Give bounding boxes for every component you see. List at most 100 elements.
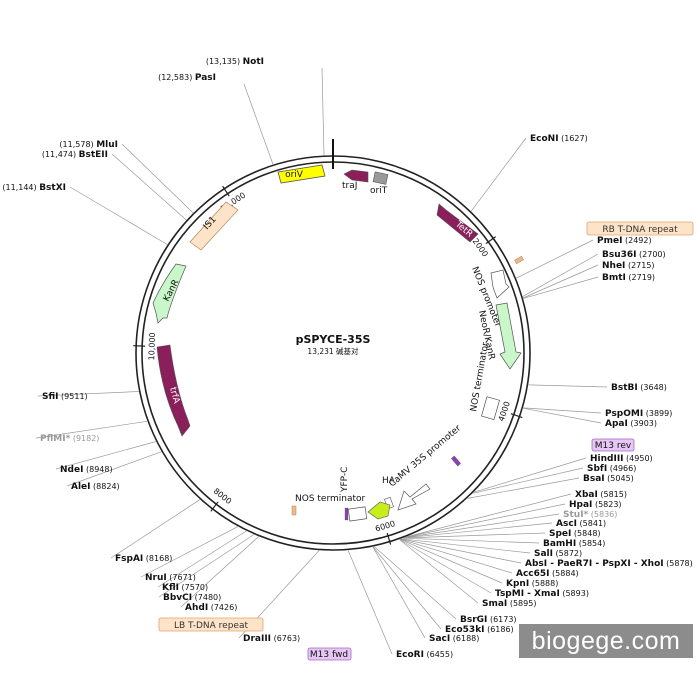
site-leader-line	[399, 539, 479, 604]
primer-box-lb-tdna: LB T-DNA repeat	[158, 617, 264, 632]
feature-NOS-promoter-arrow	[490, 269, 510, 299]
site-leader-line	[158, 534, 255, 598]
site-leader-line	[400, 538, 522, 564]
site-leader-line	[523, 276, 599, 299]
feature-KanR	[152, 263, 187, 324]
feature-label-NOS-terminator-bottom: NOS terminator	[295, 494, 366, 504]
tick-mark	[386, 532, 392, 545]
site-leader-line	[321, 67, 325, 156]
feature-label-trfA: trfA	[167, 386, 181, 405]
primer-label-m13-rev: M13 rev	[595, 441, 632, 451]
feature-oriV	[277, 164, 326, 184]
site-label-bstbi: BstBI (3648)	[611, 383, 667, 393]
site-label-fspai: FspAI (8168)	[115, 554, 172, 564]
feature-NeoR-KanR	[495, 302, 522, 370]
primer-label-lb-tdna: LB T-DNA repeat	[174, 621, 248, 631]
feature-label-traJ: traJ	[342, 181, 357, 191]
site-leader-line	[473, 457, 587, 493]
site-leader-line	[467, 477, 580, 499]
site-label-stui-: StuI* (5836)	[563, 510, 617, 520]
feature-label-oriT: oriT	[370, 186, 388, 196]
feature-label-oriV: oriV	[285, 170, 304, 180]
feature-YFP-C	[367, 501, 391, 520]
site-leader-line	[404, 513, 560, 538]
feature-small-marker-right	[514, 255, 524, 265]
site-label-nhei: NheI (2715)	[602, 261, 655, 271]
site-leader-line	[404, 522, 553, 539]
site-label-pmei: PmeI (2492)	[597, 236, 652, 246]
tick-label: 4000	[497, 400, 512, 422]
feature-trfA	[156, 344, 191, 437]
site-leader-line	[400, 538, 513, 574]
site-leader-line	[403, 532, 546, 539]
site-label-bsteii: (11,474) BstEII	[42, 150, 108, 160]
site-leader-line	[403, 537, 540, 544]
site-leader-line	[523, 407, 602, 424]
site-label-pflmi-: PflMI* (9182)	[40, 434, 99, 444]
feature-label-HA: HA	[382, 476, 396, 486]
site-leader-line	[528, 384, 608, 388]
tick-mark	[510, 413, 523, 419]
site-label-apai: ApaI (3903)	[605, 419, 657, 429]
tick-label: 10,000	[147, 332, 157, 360]
site-label-bsu36i: Bsu36I (2700)	[602, 250, 666, 260]
plasmid-name: pSPYCE-35S	[296, 333, 371, 346]
site-label-ecori: EcoRI (6455)	[396, 650, 453, 660]
watermark: biogege.com	[519, 624, 693, 658]
tick-mark	[210, 501, 219, 512]
tick-label: 6000	[374, 519, 396, 533]
site-leader-line	[69, 186, 168, 245]
site-label-sbfi: SbfI (4966)	[587, 464, 636, 474]
site-label-bsai: BsaI (5045)	[583, 474, 634, 484]
site-label-xbai: XbaI (5815)	[575, 490, 627, 500]
tick-mark	[222, 185, 230, 197]
site-label-sali: SalI (5872)	[534, 549, 582, 559]
site-leader-line	[180, 536, 259, 608]
site-leader-line	[523, 264, 599, 299]
site-leader-line	[37, 391, 139, 397]
site-label-econi: EcoNI (1627)	[530, 134, 588, 144]
site-leader-line	[121, 143, 194, 214]
site-label-absi-paer7i-pspxi-xhoi: AbsI - PaeR7I - PspXI - XhoI (5878)	[525, 559, 693, 569]
site-label-acc65i: Acc65I (5884)	[516, 569, 579, 579]
site-label-pasi: (12,583) PasI	[158, 73, 216, 83]
site-label-kfli: KflI (7570)	[162, 583, 208, 593]
feature-label-YFP-C: YFP-C	[340, 467, 350, 493]
site-label-bamhi: BamHI (5854)	[543, 539, 605, 549]
primer-label-rb-tdna: RB T-DNA repeat	[602, 225, 678, 235]
site-leader-line	[405, 503, 566, 538]
site-label-kpni: KpnI (5888)	[506, 579, 558, 589]
feature-TetR	[436, 203, 479, 243]
site-label-alei: AleI (8824)	[71, 482, 120, 492]
site-leader-line	[406, 493, 572, 538]
site-leader-line	[470, 137, 527, 212]
site-label-ndei: NdeI (8948)	[60, 465, 113, 475]
site-leader-line	[472, 467, 584, 494]
site-label-ahdi: AhdI (7426)	[185, 603, 237, 613]
feature-CaMV-35S-promoter	[397, 483, 431, 511]
site-label-eco53ki: Eco53kI (6186)	[445, 625, 514, 635]
site-label-bmti: BmtI (2719)	[602, 273, 655, 283]
site-label-hindiii: HindIII (4950)	[590, 454, 653, 464]
site-leader-line	[516, 239, 594, 279]
site-label-bstxi: (11,144) BstXI	[2, 183, 66, 193]
feature-label-CaMV-35S-promoter: CaMV 35S promoter	[388, 423, 464, 489]
site-label-hpai: HpaI (5823)	[569, 500, 622, 510]
site-leader-line	[35, 420, 148, 439]
tick-mark	[485, 236, 497, 245]
feature-IS1	[189, 201, 239, 251]
feature-small-marker-purple	[344, 507, 349, 521]
feature-traJ	[343, 169, 369, 183]
site-label-draiii: DraIII (6763)	[243, 634, 300, 644]
primer-box-rb-tdna: RB T-DNA repeat	[586, 221, 694, 236]
site-label-nrui: NruI (7671)	[145, 573, 196, 583]
feature-small-marker-bottom	[291, 505, 297, 516]
site-label-tspmi-xmai: TspMI - XmaI (5893)	[495, 589, 589, 599]
site-label-saci: SacI (6188)	[429, 634, 479, 644]
feature-small-marker-purple-right	[451, 455, 461, 467]
site-leader-line	[399, 538, 503, 584]
site-label-noti: (13,135) NotI	[206, 57, 264, 67]
site-label-spei: SpeI (5848)	[549, 529, 601, 539]
site-label-bbvci: BbvCI (7480)	[163, 593, 221, 603]
